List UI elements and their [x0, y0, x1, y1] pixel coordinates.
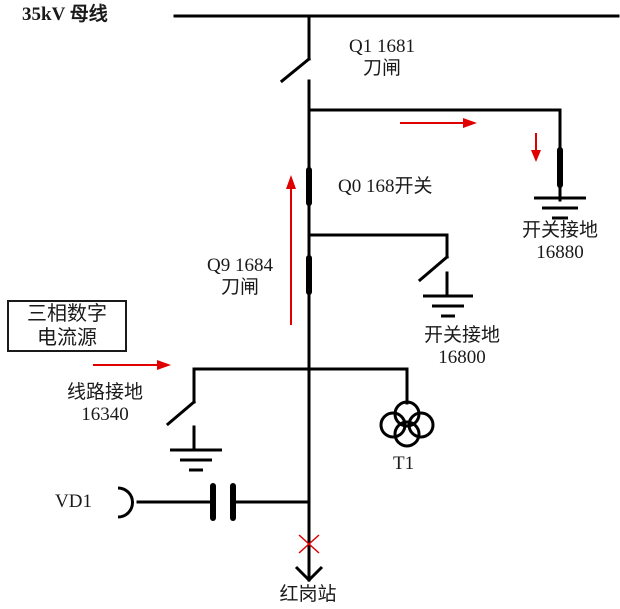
branch-16800-wire — [307, 233, 449, 259]
station-label: 红岗站 — [279, 584, 337, 605]
ground-16800-label-type: 开关接地 — [423, 325, 500, 346]
vd1-label: VD1 — [55, 491, 92, 512]
current-arrow-to-ground — [531, 133, 541, 162]
switch-16340-blade — [165, 399, 197, 427]
ground-16340-label: 线路接地 16340 — [55, 382, 155, 426]
ground-16800-label: 开关接地 16800 — [418, 325, 506, 369]
current-arrow-branch — [400, 118, 477, 128]
current-arrow-source — [93, 360, 171, 370]
current-source-label-line1: 三相数字 — [27, 303, 107, 325]
outgoing-arrow-icon — [294, 565, 324, 583]
ground-symbol-16800 — [423, 294, 473, 318]
current-source-box[interactable]: 三相数字 电流源 — [7, 300, 127, 352]
ground-symbol-16340 — [170, 448, 222, 472]
branch-16340-wire — [192, 367, 409, 404]
switch-16800-blade — [417, 254, 450, 283]
q0-label: Q0 168开关 — [338, 176, 433, 197]
ground-16800-label-id: 16800 — [438, 347, 486, 368]
ground-16880-label-type: 开关接地 — [521, 220, 598, 241]
q1-blade — [279, 56, 312, 84]
ground-16340-label-id: 16340 — [81, 404, 129, 425]
q1-label-type: 刀闸 — [362, 58, 401, 79]
busbar-label: 35kV 母线 — [22, 4, 108, 25]
ground-16880-label-id: 16880 — [536, 242, 584, 263]
vd1-terminal-icon — [117, 486, 134, 519]
ground-16880-label: 开关接地 16880 — [516, 220, 604, 264]
ground-symbol-16880 — [534, 185, 586, 220]
transformer-t1-label: T1 — [393, 453, 415, 474]
ground-16340-label-type: 线路接地 — [66, 382, 143, 403]
q9-label-type: 刀闸 — [220, 277, 259, 298]
q9-label-name: Q9 1684 — [207, 255, 273, 276]
current-source-label-line2: 电流源 — [37, 327, 97, 349]
q1-label-name: Q1 1681 — [349, 36, 415, 57]
fault-mark-icon — [298, 534, 320, 554]
transformer-t1-icon[interactable] — [379, 400, 435, 448]
q1-label: Q1 1681 刀闸 — [337, 36, 427, 80]
current-arrow-upward — [286, 175, 296, 325]
q9-label: Q9 1684 刀闸 — [200, 255, 280, 299]
